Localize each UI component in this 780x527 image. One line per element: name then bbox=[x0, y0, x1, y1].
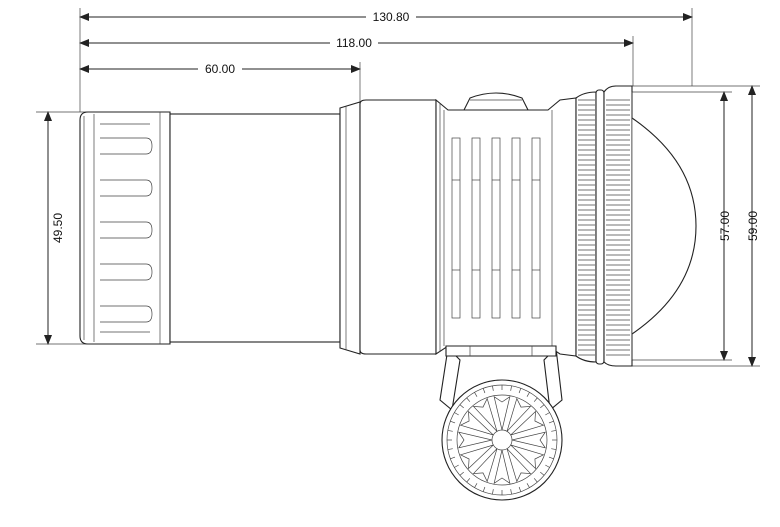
tail-cap bbox=[79, 111, 171, 345]
dim-label-bezel-outer: 59.00 bbox=[746, 211, 760, 241]
body-tube bbox=[169, 101, 361, 355]
lens-dome bbox=[631, 92, 697, 360]
dimension-lines: 130.80 118.00 60.00 49.50 57.00 59.00 bbox=[36, 8, 760, 367]
dim-label-bezel-inner: 57.00 bbox=[718, 211, 732, 241]
dim-label-body: 118.00 bbox=[336, 36, 372, 50]
bezel bbox=[575, 85, 633, 367]
head-body bbox=[359, 92, 577, 357]
dim-label-overall: 130.80 bbox=[373, 10, 410, 24]
dim-label-tail-dia: 49.50 bbox=[51, 213, 65, 243]
mount-knob bbox=[439, 346, 563, 501]
dim-label-tail: 60.00 bbox=[205, 62, 235, 76]
